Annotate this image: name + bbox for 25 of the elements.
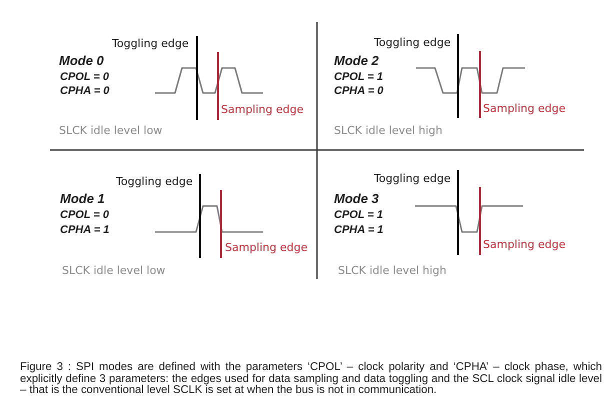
- cpol-value: CPOL = 1: [334, 208, 384, 222]
- sampling-edge-label: Sampling edge: [483, 102, 566, 116]
- mode-title: Mode 2: [334, 54, 379, 68]
- mode-title: Mode 3: [334, 192, 379, 206]
- cpol-value: CPOL = 0: [60, 70, 110, 84]
- cpha-value: CPHA = 1: [334, 223, 384, 237]
- toggling-edge-label: Toggling edge: [374, 172, 451, 186]
- cpha-value: CPHA = 0: [60, 84, 110, 98]
- toggling-edge-label: Toggling edge: [116, 175, 193, 189]
- idle-level-note: SLCK idle level low: [59, 124, 162, 138]
- mode-title: Mode 1: [60, 192, 105, 206]
- idle-level-note: SLCK idle level low: [62, 264, 166, 278]
- sampling-edge-label: Sampling edge: [221, 103, 304, 117]
- toggling-edge-label: Toggling edge: [112, 37, 189, 51]
- toggling-edge-label: Toggling edge: [374, 36, 451, 50]
- cpol-value: CPOL = 0: [60, 208, 110, 222]
- idle-level-note: SLCK idle level high: [334, 124, 442, 138]
- idle-level-note: SLCK idle level high: [338, 264, 446, 278]
- figure-caption: Figure 3 : SPI modes are defined with the parameters ‘CPOL’ – clock polarity and ‘CPHA’ – clock phase, which explicitly define 3 parameters: the edges used for data sampling and data toggling and the SCL clock signal idle level – that is the conventional level SCLK is set at when the bus is not in communication.: [20, 362, 602, 397]
- mode-title: Mode 0: [59, 54, 104, 68]
- cpha-value: CPHA = 1: [60, 223, 110, 237]
- cpha-value: CPHA = 0: [334, 84, 384, 98]
- sampling-edge-label: Sampling edge: [225, 241, 308, 255]
- cpol-value: CPOL = 1: [334, 70, 384, 84]
- sampling-edge-label: Sampling edge: [483, 238, 566, 252]
